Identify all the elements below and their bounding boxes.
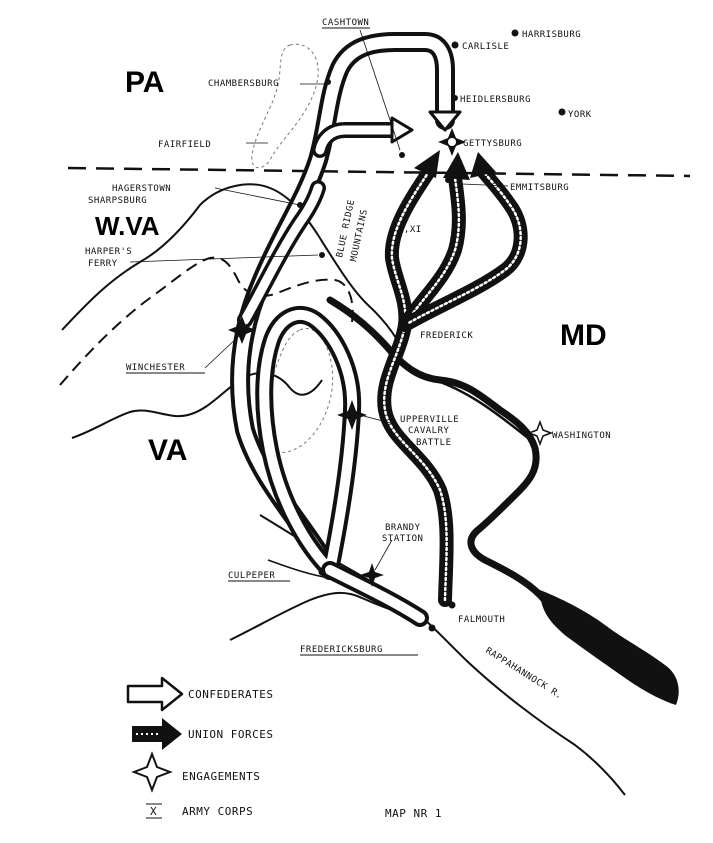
town-dot-culpeper (318, 568, 326, 576)
town-label-upperville-3: BATTLE (416, 438, 452, 448)
va-river-boundary (71, 372, 323, 439)
town-label-upperville-1: UPPERVILLE (400, 415, 459, 425)
town-label-harpers-ferry-1: HARPER'S (85, 247, 132, 257)
town-dot-harpers-ferry (319, 252, 325, 258)
legend-confederates-label: CONFEDERATES (188, 688, 273, 701)
union-arrowhead-west (414, 150, 440, 178)
town-label-york: YORK (568, 110, 592, 120)
state-label-md: MD (560, 319, 607, 352)
confederate-routes (230, 32, 455, 627)
town-label-brandy-2: STATION (382, 534, 423, 544)
engagement-marker-upperville (337, 400, 367, 430)
town-label-harpers-ferry-2: FERRY (88, 259, 118, 269)
legend: CONFEDERATES UNION FORCES ENGAGEMENTS X … (126, 676, 442, 820)
confederate-arrowhead-cashtown (390, 116, 414, 144)
town-dot-emmitsburg (445, 177, 451, 183)
town-label-harrisburg: HARRISBURG (522, 30, 581, 40)
washington-star (526, 419, 554, 447)
leader-cashtown (359, 29, 401, 151)
town-label-washington: WASHINGTON (552, 431, 611, 441)
state-label-wva: W.VA (95, 211, 160, 241)
state-label-va: VA (148, 434, 187, 467)
washington-river-link (439, 380, 529, 439)
town-dot-fredericksburg (428, 624, 436, 632)
leader-hagerstown (214, 187, 301, 206)
wva-border (61, 183, 401, 346)
state-label-pa: PA (125, 66, 164, 99)
town-label-falmouth: FALMOUTH (458, 615, 505, 625)
town-label-emmitsburg: EMMITSBURG (510, 183, 569, 193)
town-label-hagerstown: HAGERSTOWN (112, 184, 171, 194)
engagement-marker-winchester (228, 316, 256, 344)
town-label-fairfield: FAIRFIELD (158, 140, 211, 150)
legend-engagements-label: ENGAGEMENTS (182, 770, 260, 783)
union-arrowhead-center (443, 152, 470, 180)
town-label-heidlersburg: HEIDLERSBURG (460, 95, 531, 105)
leader-brandy (374, 539, 393, 571)
legend-confederates-symbol (126, 676, 184, 712)
confederate-arrowhead-gettysburg (428, 110, 462, 132)
town-dot-falmouth (448, 601, 456, 609)
union-routes (377, 163, 528, 607)
label-rappahannock-river: RAPPAHANNOCK R. (483, 646, 564, 702)
town-label-gettysburg: GETTYSBURG (463, 139, 522, 149)
town-dot-york (558, 108, 566, 116)
label-army-corps-i-xi: I,XI (398, 225, 422, 235)
legend-corps-label: ARMY CORPS (182, 805, 253, 818)
town-label-sharpsburg: SHARPSBURG (88, 196, 147, 206)
engagement-marker-brandy-station (360, 563, 384, 587)
town-dot-heidlersburg (452, 95, 458, 101)
va-wva-border (59, 256, 354, 386)
legend-union-label: UNION FORCES (188, 728, 273, 741)
legend-union-symbol (132, 718, 182, 750)
map-number-label: MAP NR 1 (385, 807, 442, 820)
leader-upperville (359, 414, 399, 426)
town-dot-harrisburg (511, 29, 519, 37)
town-label-chambersburg: CHAMBERSBURG (208, 79, 279, 89)
leader-emmitsburg (461, 183, 509, 187)
engagement-marker-gettysburg (438, 128, 466, 156)
town-label-carlisle: CARLISLE (462, 42, 509, 52)
town-label-cashtown: CASHTOWN (322, 18, 369, 28)
mason-dixon-line (67, 166, 691, 178)
union-arrowhead-east (470, 152, 496, 178)
town-label-culpeper: CULPEPER (228, 571, 275, 581)
legend-corps-symbol: X (150, 805, 157, 818)
town-label-frederick: FREDERICK (420, 331, 473, 341)
town-dot-frederick (401, 321, 409, 329)
town-dot-carlisle (451, 41, 459, 49)
town-dot-fairfield (399, 152, 405, 158)
town-label-fredericksburg: FREDERICKSBURG (300, 645, 383, 655)
potomac-estuary (540, 590, 679, 705)
town-label-winchester: WINCHESTER (126, 363, 185, 373)
leader-winchester (204, 334, 241, 369)
legend-engagement-icon (131, 751, 173, 793)
town-dot-chambersburg (325, 79, 331, 85)
leader-harpers (129, 254, 319, 263)
town-label-upperville-2: CAVALRY (408, 426, 450, 436)
town-label-brandy-1: BRANDY (385, 523, 421, 533)
terrain-outline-north (251, 43, 319, 169)
